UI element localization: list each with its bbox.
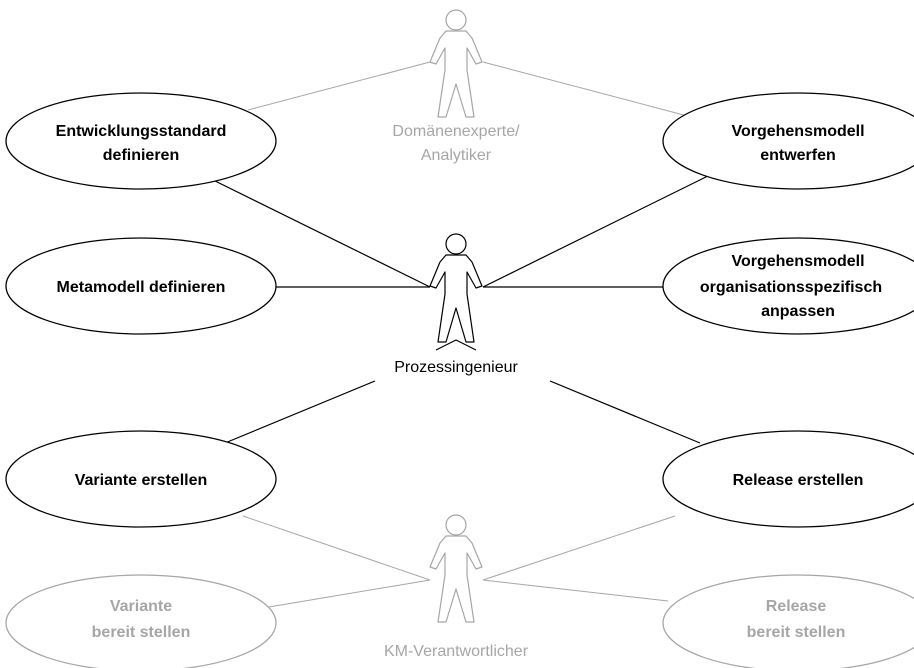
association-line	[482, 579, 669, 602]
association-line	[262, 579, 431, 609]
association-line	[482, 173, 713, 288]
stick-figure-icon	[429, 514, 483, 623]
association-line	[482, 515, 676, 581]
association-line	[204, 175, 431, 288]
actor-label-line1: Domänenexperte/	[392, 123, 520, 140]
use-case-label-line2: entwerfen	[760, 147, 836, 164]
use-case-define-metamodel[interactable]: Metamodell definieren	[5, 237, 277, 335]
association-line	[242, 515, 431, 581]
use-case-provide-release[interactable]: Release bereit stellen	[662, 574, 914, 668]
use-case-label-line2: bereit stellen	[747, 624, 846, 641]
actor-label: KM-Verantwortlicher	[384, 643, 529, 660]
association-line	[247, 61, 431, 111]
use-case-label-line1: Variante	[110, 598, 172, 615]
use-case-provide-variant[interactable]: Variante bereit stellen	[5, 574, 277, 668]
use-case-label-line1: Vorgehensmodell	[731, 123, 864, 140]
association-line	[549, 380, 701, 444]
stick-figure-icon	[429, 233, 483, 351]
actor-domain-expert: Domänenexperte/ Analytiker	[392, 9, 520, 164]
use-case-create-release[interactable]: Release erstellen	[662, 430, 914, 528]
use-case-label-line1: Release	[766, 598, 827, 615]
associations-active	[204, 173, 713, 444]
actor-label: Prozessingenieur	[394, 359, 518, 376]
use-case-label-line1: Entwicklungsstandard	[56, 123, 227, 140]
use-case-label: Metamodell definieren	[57, 279, 226, 296]
actor-process-engineer: Prozessingenieur	[394, 233, 518, 376]
use-case-define-dev-standard[interactable]: Entwicklungsstandard definieren	[5, 92, 277, 190]
use-case-create-variant[interactable]: Variante erstellen	[5, 430, 277, 528]
use-case-label: Variante erstellen	[75, 472, 208, 489]
use-case-tailor-process-model[interactable]: Vorgehensmodell organisationsspezifisch …	[662, 237, 914, 335]
actor-km-owner: KM-Verantwortlicher	[384, 514, 529, 660]
use-case-label-line3: anpassen	[761, 303, 835, 320]
use-case-label-line1: Vorgehensmodell	[731, 253, 864, 270]
use-case-label-line2: organisationsspezifisch	[700, 279, 882, 296]
use-case-label-line2: bereit stellen	[92, 624, 191, 641]
association-line	[482, 61, 696, 119]
use-case-label: Release erstellen	[733, 472, 864, 489]
use-case-design-process-model[interactable]: Vorgehensmodell entwerfen	[662, 92, 914, 190]
association-line	[224, 380, 376, 444]
associations-inactive	[242, 61, 696, 609]
use-case-label-line2: definieren	[103, 147, 179, 164]
actor-label-line2: Analytiker	[421, 147, 492, 164]
stick-figure-icon	[429, 9, 483, 118]
